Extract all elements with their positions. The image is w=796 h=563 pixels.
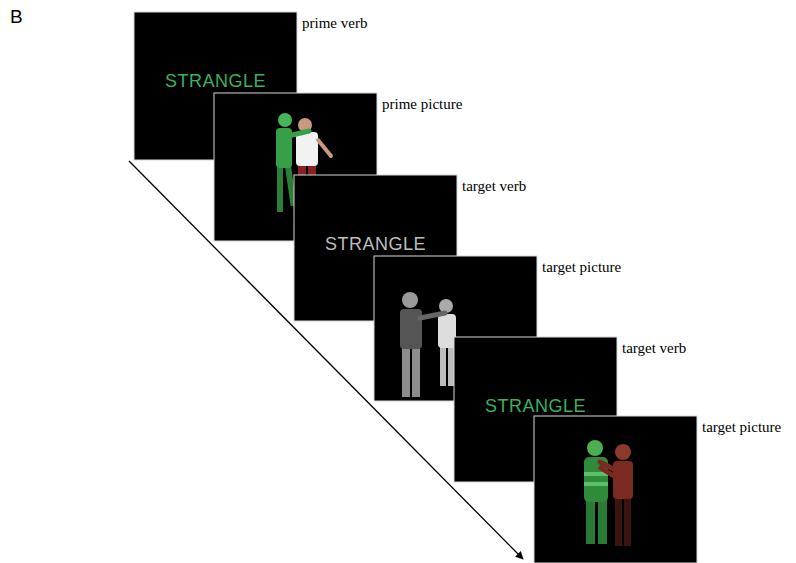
- figure-leg: [402, 347, 410, 397]
- figure-torso: [400, 309, 422, 349]
- verb-word: STRANGLE: [454, 395, 617, 418]
- figure-leg: [448, 346, 454, 386]
- figure-arm: [601, 468, 617, 478]
- figure-leg: [440, 346, 446, 386]
- figure-arm: [288, 131, 309, 136]
- figure-leg: [624, 498, 631, 546]
- figure-head: [278, 113, 292, 127]
- figure-head: [615, 444, 631, 460]
- screen-label: target verb: [621, 339, 687, 357]
- stimulus-screen: STRANGLEtarget verb: [294, 175, 457, 321]
- screen-label: prime verb: [301, 14, 368, 32]
- verb-word: STRANGLE: [134, 70, 297, 93]
- figure-torso: [296, 132, 318, 166]
- screen-label: target verb: [461, 177, 527, 195]
- figure-leg: [412, 347, 420, 397]
- stimulus-screen: prime picture: [214, 93, 377, 241]
- figure-head: [587, 440, 603, 456]
- figure-arm: [318, 140, 331, 156]
- figure-arm: [420, 313, 445, 318]
- stimulus-screen: STRANGLEprime verb: [134, 12, 297, 160]
- figure-leg: [598, 500, 607, 544]
- figure-leg: [615, 498, 622, 546]
- strangle-figures-colour: [584, 440, 633, 546]
- stimulus-screen: STRANGLEtarget verb: [454, 337, 617, 482]
- strangle-figures-grey: [400, 292, 456, 397]
- screen-label: target picture: [701, 418, 782, 436]
- figure-leg: [277, 166, 283, 212]
- stimulus-screen: target picture: [534, 416, 697, 563]
- screen-label: prime picture: [381, 95, 463, 113]
- shirt-stripe: [584, 482, 608, 486]
- screen: [534, 416, 697, 563]
- screen-label: target picture: [541, 258, 622, 276]
- figure-head: [402, 292, 418, 308]
- stimulus-screen: target picture: [374, 256, 537, 401]
- figure-torso: [438, 314, 456, 348]
- panel-letter: B: [10, 6, 23, 28]
- verb-word: STRANGLE: [294, 233, 457, 256]
- figure-leg: [586, 500, 595, 544]
